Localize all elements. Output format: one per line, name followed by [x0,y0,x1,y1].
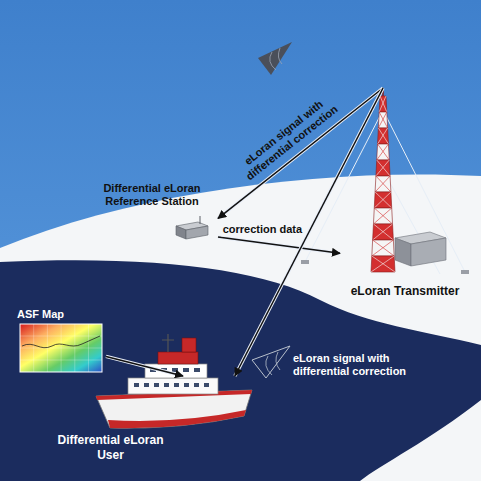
tower-brace [377,144,389,160]
tower-brace [374,192,391,208]
station-antenna [200,216,201,224]
node-label: ASF Map [17,308,64,321]
tower-brace [376,160,389,176]
station-front [176,226,186,239]
tower-band [379,96,387,112]
ship-window [194,368,200,372]
tower-brace [373,240,395,256]
ship-window [183,368,189,372]
tower-brace [378,112,386,128]
node-label: eLoran Transmitter [351,284,460,298]
ship-window [164,383,169,387]
tower-brace [378,144,390,160]
tower-band [375,176,391,192]
connector-line [218,88,383,218]
transmitter-node: eLoran Transmitter [340,88,470,300]
tower-brace [373,224,393,240]
tower-band [373,208,392,224]
connector-line [106,356,183,376]
asf-map-node: ASF Map [14,306,106,376]
ship-window [204,383,209,387]
tower-band [371,256,395,272]
signal-connector [106,356,183,376]
ship-window [161,368,167,372]
ship-window [150,368,156,372]
grid-line [20,336,102,337]
tower-brace [374,208,392,224]
tower-band [376,160,390,176]
node-label: Differential eLoran User [43,433,178,462]
signal-connector [218,88,383,218]
ship-window [144,383,149,387]
tower-brace [375,192,392,208]
tower-band [377,144,390,160]
ship-window [172,368,178,372]
tower-brace [373,224,393,240]
tower-brace [377,160,390,176]
tower-brace [380,96,387,112]
reference-station-node: Differential eLoran Reference Station [86,180,218,242]
tower-band [373,224,394,240]
ship [96,334,252,428]
transmitter-tower [371,88,395,272]
tower-brace [371,256,394,272]
tower-band [378,128,389,144]
asf-map-image [20,324,102,372]
signal-wave-icon [252,346,290,378]
tower-tip [382,88,384,96]
tower-brace [376,176,391,192]
signal-connector [218,237,340,253]
tower-brace [372,256,395,272]
station-side [186,226,208,239]
ship-window [174,383,179,387]
tower-band [372,240,394,256]
map-grid [20,324,102,372]
tower-brace [375,176,390,192]
guy-wire [383,110,465,272]
ship-window [154,383,159,387]
building-front [395,238,411,266]
connector-halo [218,237,340,253]
ship-window [184,383,189,387]
connector-label: eLoran signal with differential correcti… [292,352,444,378]
tower-brace [378,128,388,144]
signal-wave-icon [258,42,292,75]
tower-brace [379,112,387,128]
tower-brace [378,128,388,144]
wire-anchor [461,270,469,274]
tower-band [374,192,391,208]
tower-brace [379,96,386,112]
guy-wire [305,110,383,262]
grid-line [20,348,102,349]
map-coastline [22,336,100,348]
ship-window [194,383,199,387]
tower-brace [373,208,391,224]
land [0,174,481,481]
connector-halo [106,356,183,376]
wire-anchor [301,260,309,264]
connector-label: correction data [222,223,303,236]
node-label: Differential eLoran Reference Station [90,182,214,208]
differential-user-node: Differential eLoran User [40,376,260,464]
tower-brace [372,240,394,256]
connector-line [218,237,340,253]
ship-window [134,383,139,387]
tower-band [378,112,387,128]
sea [0,260,481,481]
connector-halo [218,88,383,218]
grid-line [20,360,102,361]
building-side [411,238,446,266]
